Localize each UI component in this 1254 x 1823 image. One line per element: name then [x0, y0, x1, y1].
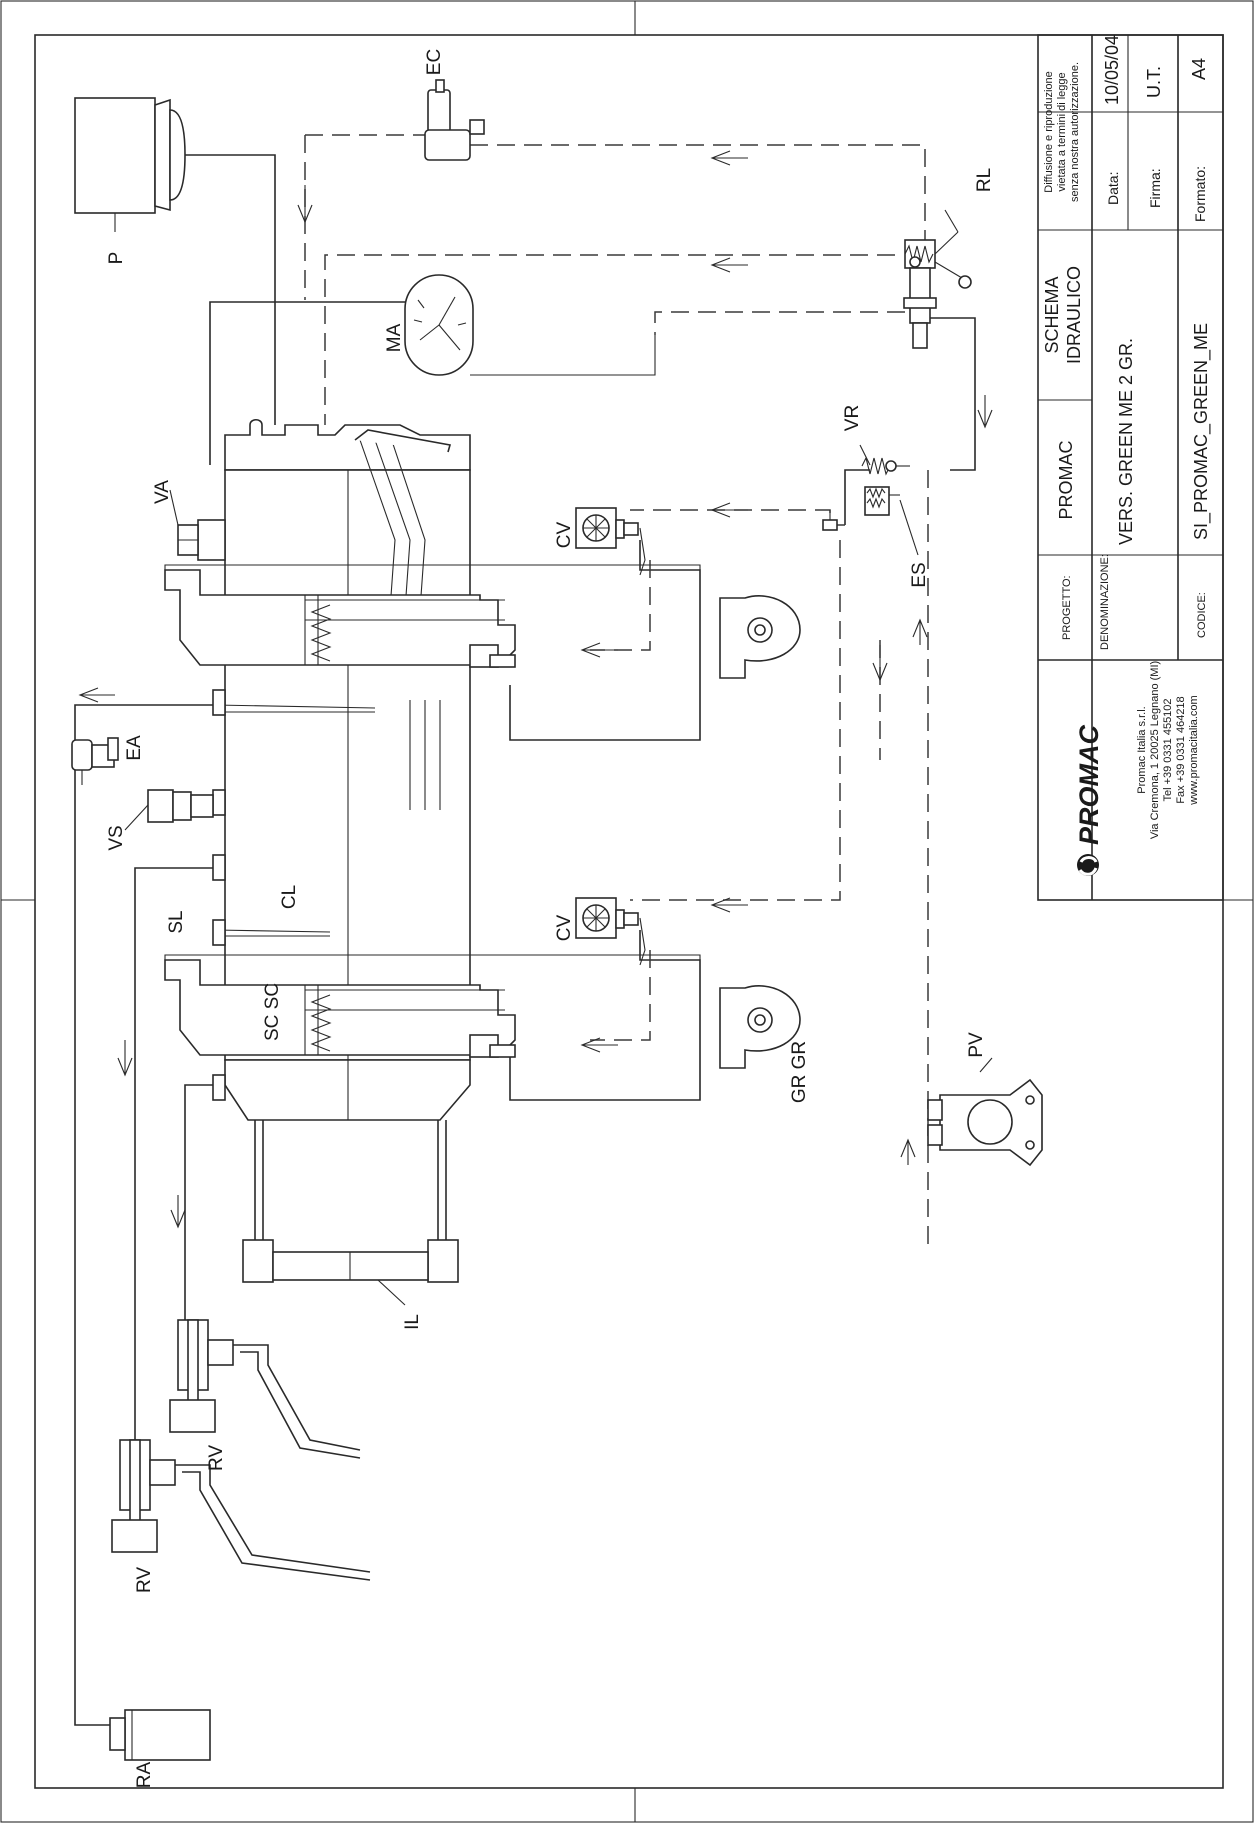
check-valve-cv-1	[575, 507, 639, 549]
expansion-valve-es	[864, 486, 900, 516]
component-labels: EC P RL MA VA VR CV ES EA VS SL CL CV SC…	[106, 49, 995, 1788]
flow-arrows	[78, 150, 993, 1229]
group-water-loops	[164, 564, 701, 960]
tb-data-value: 10/05/04	[1102, 35, 1122, 105]
safety-valve-rl	[903, 231, 972, 349]
tb-notice-line-2: vietata a termini di legge	[1056, 72, 1068, 191]
label-leader-lines	[169, 209, 959, 556]
water-inlet-ra	[109, 1709, 211, 1761]
label-va: VA	[152, 480, 173, 504]
tb-notice-line-3: senza nostra autorizzazione.	[1069, 62, 1081, 202]
tb-denominazione-label: DENOMINAZIONE:	[1099, 554, 1111, 650]
label-es: ES	[909, 562, 930, 587]
check-valve-cv-2	[575, 897, 639, 939]
solenoid-valve-ec	[424, 79, 485, 161]
label-cl: CL	[279, 885, 300, 909]
tb-denominazione-value: VERS. GREEN ME 2 GR.	[1116, 338, 1136, 545]
tb-formato-value: A4	[1189, 58, 1209, 80]
group-head-1	[719, 595, 801, 679]
label-vs: VS	[106, 825, 127, 850]
label-ec: EC	[424, 49, 445, 75]
solid-pipe-lines	[74, 154, 976, 1726]
tb-notice-line-1: Diffusione e riproduzione	[1043, 71, 1055, 192]
steam-tap-rv-1	[169, 1319, 361, 1459]
tb-progetto-label: PROGETTO:	[1061, 575, 1073, 640]
steam-tap-rv-2	[111, 1439, 371, 1581]
label-il: IL	[402, 1314, 423, 1330]
label-rv-2: RV	[134, 1567, 155, 1593]
label-p: P	[106, 252, 127, 265]
label-ra: RA	[134, 1761, 155, 1788]
level-indicator-il	[242, 1120, 459, 1306]
heat-exchanger-1	[164, 569, 516, 668]
tb-codice-value: SI_PROMAC_GREEN_ME	[1191, 323, 1212, 540]
promac-logo	[1077, 854, 1099, 876]
tb-progetto-value: PROMAC	[1056, 440, 1076, 519]
label-sl: SL	[166, 910, 187, 933]
label-cv-1: CV	[554, 521, 575, 548]
label-cv-2: CV	[554, 914, 575, 941]
label-vr: VR	[842, 405, 863, 431]
heat-exchanger-2	[164, 959, 516, 1058]
tb-codice-label: CODICE:	[1196, 592, 1208, 638]
label-rl: RL	[974, 168, 995, 192]
tb-data-label: Data:	[1105, 172, 1121, 205]
tb-company-info-3: Tel +39 0331 455102	[1162, 698, 1174, 801]
tb-company-info-1: Promac Italia s.r.l.	[1136, 706, 1148, 793]
label-rv-1: RV	[206, 1445, 227, 1471]
label-pv: PV	[966, 1032, 987, 1058]
manometer	[404, 274, 474, 376]
pump-pv	[927, 1057, 1043, 1167]
tb-schema-title-line-1: SCHEMA	[1042, 276, 1062, 353]
group-head-2	[719, 985, 801, 1069]
tb-company-info-4: Fax +39 0331 464218	[1175, 696, 1187, 803]
check-valve-vr	[861, 456, 910, 476]
tb-company-name: PROMAC	[1074, 725, 1104, 845]
tb-firma-label: Firma:	[1147, 168, 1163, 208]
label-ea: EA	[124, 735, 145, 761]
label-ma: MA	[384, 323, 405, 352]
tb-formato-label: Formato:	[1192, 166, 1208, 222]
title-block: Diffusione e riproduzione vietata a term…	[1037, 34, 1224, 901]
tee-fitting	[822, 510, 838, 531]
tb-company-info-5: www.promacitalia.com	[1188, 695, 1200, 805]
boiler-body	[177, 418, 471, 1121]
vacuum-valve-vs	[124, 789, 214, 831]
label-sc: SC SC	[262, 983, 283, 1041]
label-gr: GR GR	[789, 1041, 810, 1103]
pressure-switch-component	[74, 97, 186, 232]
tb-schema-title-line-2: IDRAULICO	[1064, 266, 1084, 364]
electro-valve-ea	[71, 737, 119, 785]
tb-company-info-2: Via Cremona, 1 20025 Legnano (MI)	[1149, 661, 1161, 839]
tb-firma-value: U.T.	[1144, 66, 1164, 98]
